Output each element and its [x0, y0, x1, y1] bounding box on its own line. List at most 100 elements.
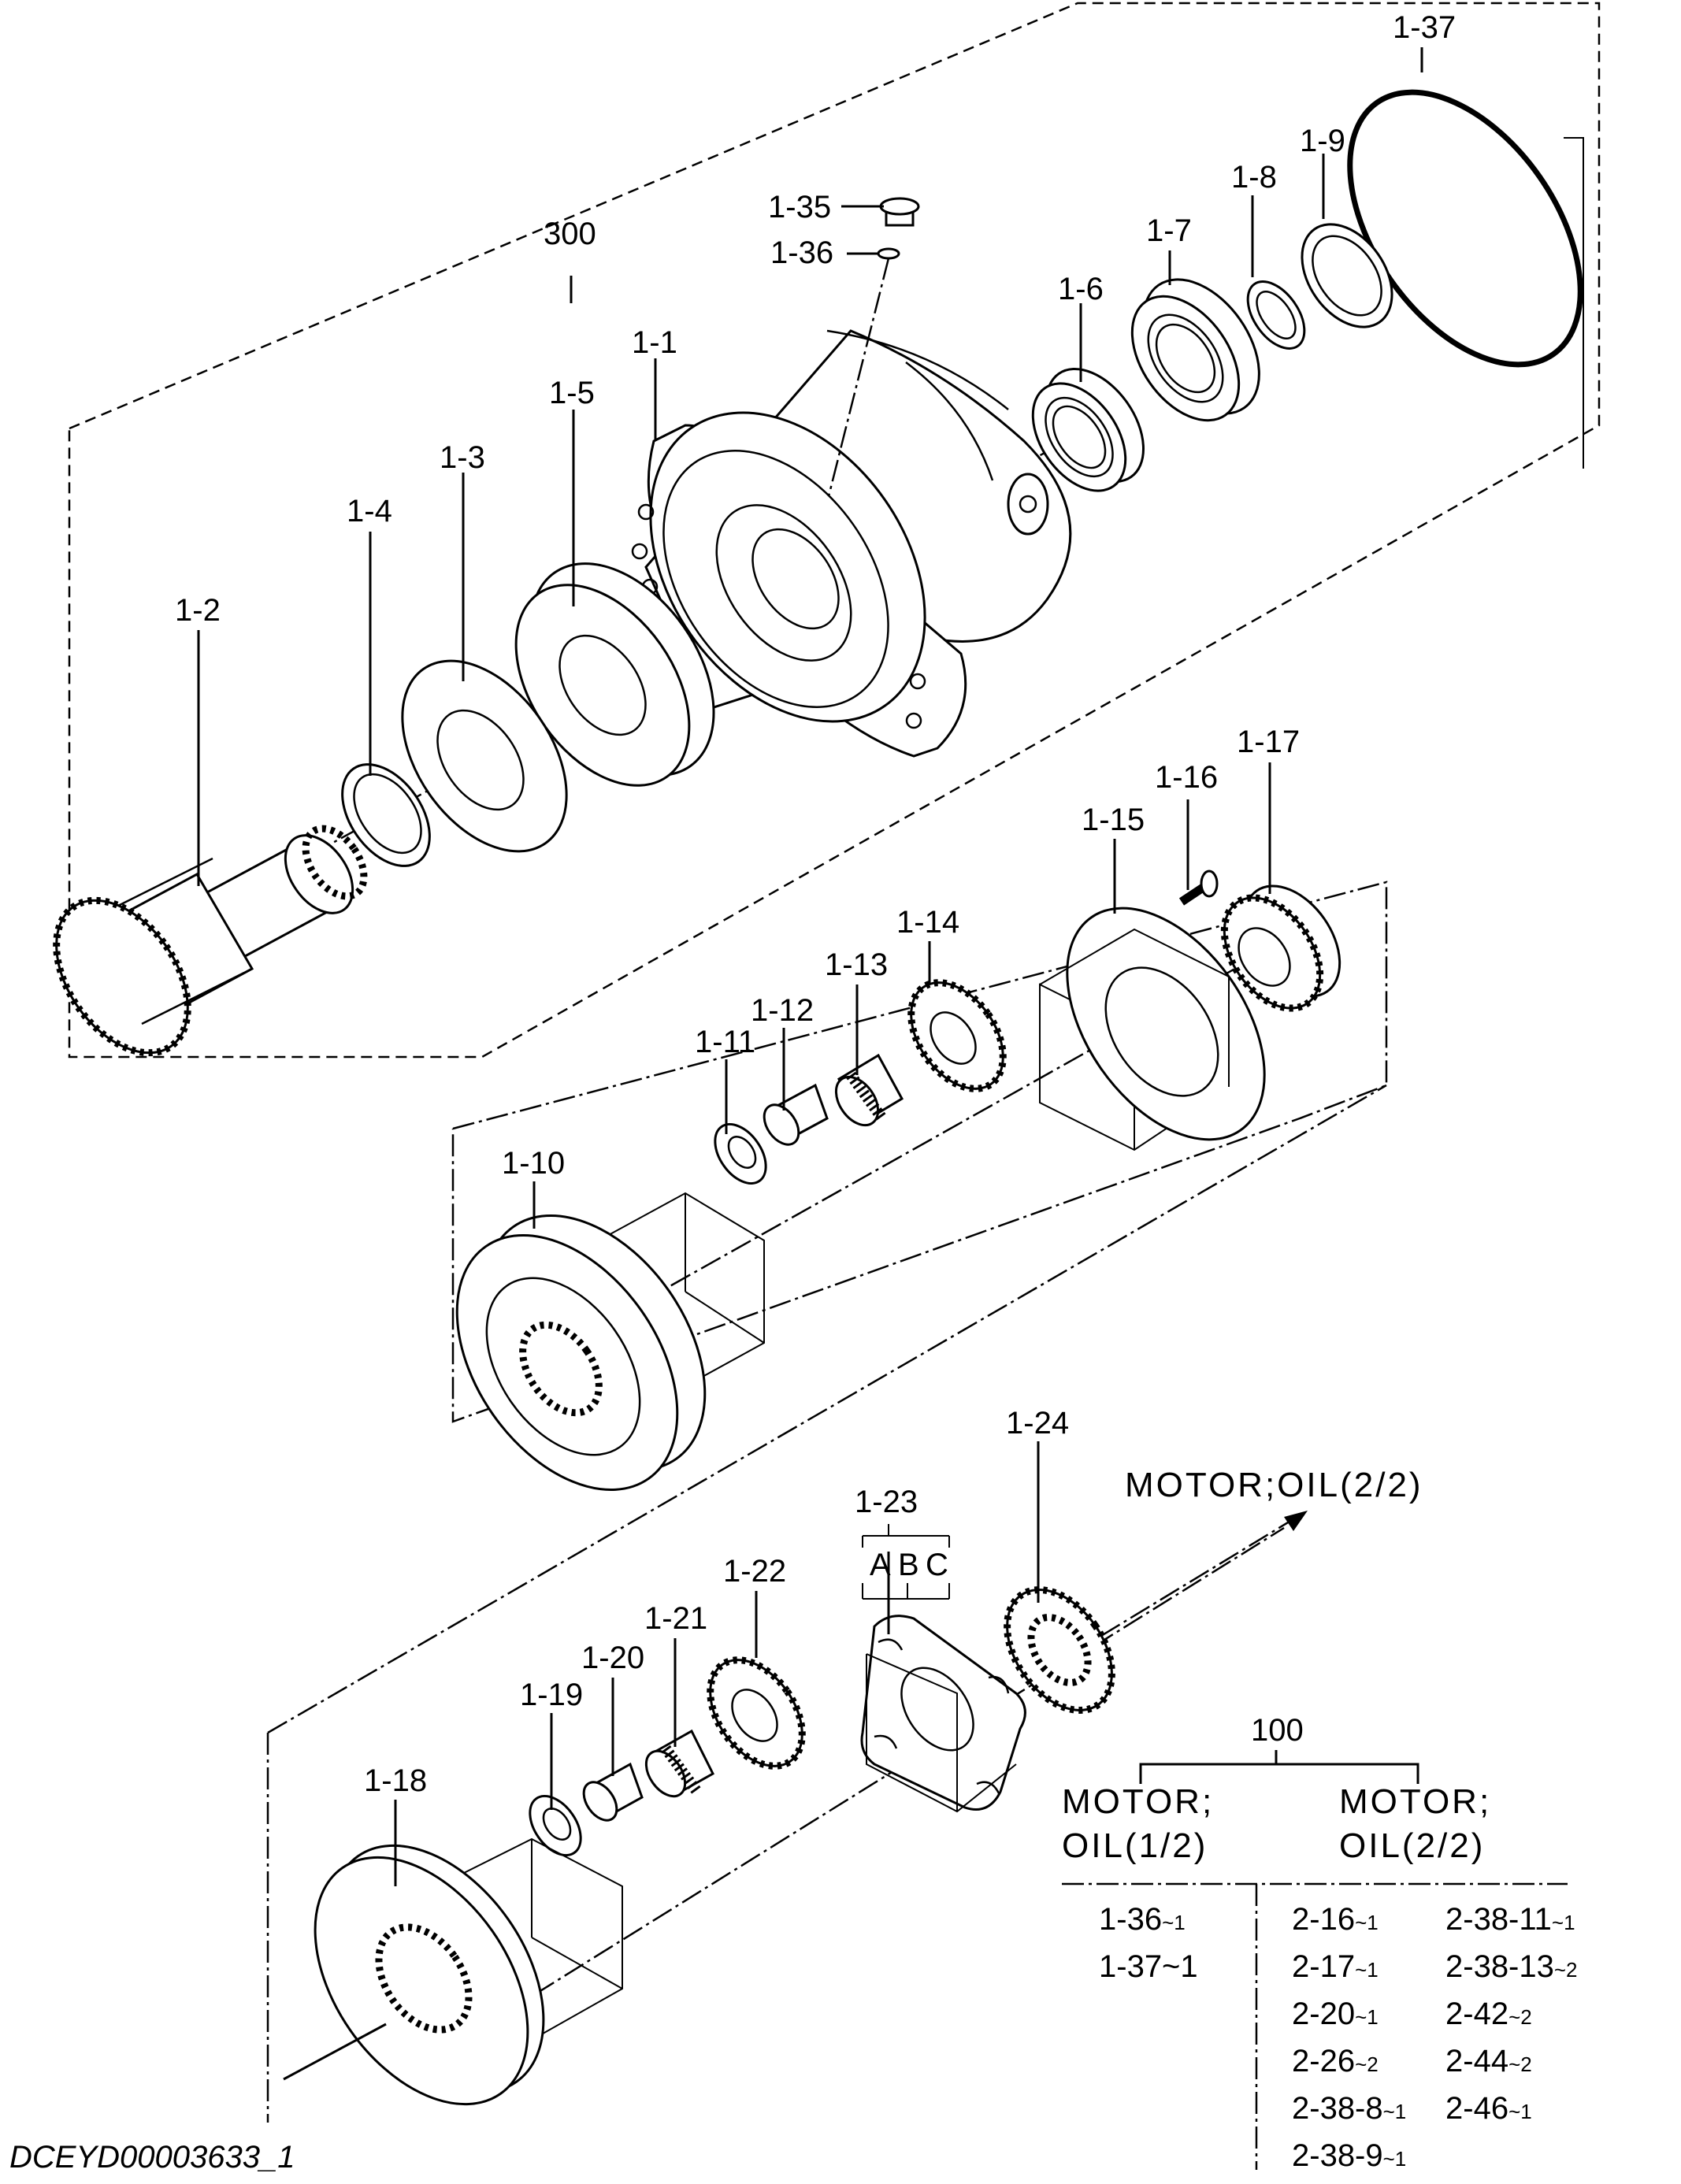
- legend-part-entry: 2-38-9~1: [1292, 2138, 1406, 2173]
- label-1-37: 1-37: [1393, 10, 1456, 45]
- part-1-36-small-oring: [877, 247, 900, 260]
- label-300: 300: [544, 217, 596, 251]
- part-1-12-bushing: [763, 1083, 829, 1146]
- label-1-1: 1-1: [632, 325, 677, 360]
- legend-qty: ~1: [1383, 2100, 1407, 2123]
- legend-right-column-1: 2-16~1 2-17~1 2-20~1 2-26~2 2-38-8~1 2-38-9~1: [1292, 1902, 1406, 2173]
- label-1-2: 1-2: [175, 593, 221, 628]
- label-1-3: 1-3: [440, 440, 485, 475]
- legend-qty: ~1: [1355, 1958, 1379, 1982]
- label-1-21: 1-21: [644, 1601, 707, 1636]
- part-1-20-bushing: [582, 1762, 644, 1822]
- legend-part-entry: 2-38-11~1: [1445, 1902, 1575, 1937]
- group-300-bracket: [1564, 137, 1584, 469]
- part-1-4-ring: [341, 763, 431, 867]
- leader-1-36-oil-line: [827, 258, 890, 497]
- assembly-number: 100: [1251, 1713, 1304, 1748]
- label-1-15: 1-15: [1082, 803, 1145, 837]
- label-1-22: 1-22: [723, 1554, 786, 1589]
- part-1-22-planet-gear: [707, 1656, 806, 1770]
- legend-qty: ~2: [1554, 1958, 1578, 1982]
- legend-qty: ~1: [1162, 1911, 1186, 1934]
- part-1-5-floating-seal: [514, 562, 715, 787]
- centerline-lower: [417, 1526, 1285, 2069]
- part-1-7-bearing: [1130, 278, 1260, 422]
- label-1-16: 1-16: [1155, 760, 1218, 795]
- leader-lines: [197, 47, 1423, 2081]
- label-1-10: 1-10: [502, 1146, 565, 1181]
- assembly-legend: 100 MOTOR; OIL(1/2) MOTOR; OIL(2/2) 1-36…: [1062, 1713, 1578, 2173]
- image-code: DCEYD00003633_1: [9, 2140, 295, 2175]
- part-1-16-pin: [1178, 870, 1219, 906]
- right-title-1: MOTOR;: [1339, 1782, 1491, 1821]
- label-1-20: 1-20: [581, 1641, 644, 1675]
- label-c: C: [926, 1548, 948, 1582]
- part-1-1-housing: [631, 329, 1072, 758]
- group-300-outline: [68, 2, 1601, 1059]
- label-1-8: 1-8: [1231, 160, 1277, 195]
- label-1-4: 1-4: [347, 494, 392, 528]
- legend-part-entry: 2-16~1: [1292, 1902, 1379, 1937]
- part-1-2-pinion-shaft: [53, 825, 368, 1057]
- label-1-5: 1-5: [549, 376, 595, 410]
- part-1-17-gear: [1220, 884, 1341, 1012]
- legend-part-entry: 1-37~1: [1099, 1949, 1198, 1984]
- legend-part-entry: 2-46~1: [1445, 2091, 1532, 2126]
- legend-left-column: 1-36~1 1-37~1: [1099, 1902, 1198, 1984]
- legend-qty: ~1: [1552, 1911, 1575, 1934]
- continuation-label: MOTOR;OIL(2/2): [1125, 1466, 1423, 1504]
- legend-qty: ~1: [1355, 1911, 1379, 1934]
- part-1-18-carrier: [314, 1837, 623, 2106]
- legend-part-entry: 2-44~2: [1445, 2044, 1532, 2078]
- right-title-2: OIL(2/2): [1339, 1826, 1485, 1865]
- label-1-24: 1-24: [1006, 1406, 1069, 1441]
- part-1-21-needle-bearing: [644, 1729, 714, 1798]
- legend-qty: ~1: [1508, 2100, 1532, 2123]
- label-1-35: 1-35: [768, 190, 831, 224]
- label-a: A: [870, 1548, 891, 1582]
- part-1-8-split-ring: [1246, 280, 1306, 350]
- part-1-10-carrier: [455, 1192, 765, 1492]
- continuation-arrowhead: [1284, 1511, 1308, 1531]
- part-1-15-plate: [1039, 907, 1266, 1151]
- part-1-9-ring: [1301, 223, 1393, 328]
- legend-part-entry: 2-38-13~2: [1445, 1949, 1578, 1984]
- label-1-14: 1-14: [896, 905, 959, 940]
- legend-part-entry: 2-20~1: [1292, 1997, 1379, 2031]
- part-1-19-washer: [529, 1795, 582, 1856]
- part-1-6-seal: [1031, 367, 1145, 492]
- label-1-36: 1-36: [770, 235, 833, 270]
- legend-part-entry: 1-36~1: [1099, 1902, 1186, 1937]
- left-title-2: OIL(1/2): [1062, 1826, 1208, 1865]
- legend-right-column-2: 2-38-11~1 2-38-13~2 2-42~2 2-44~2 2-46~1: [1445, 1902, 1578, 2126]
- legend-qty: ~2: [1508, 2052, 1532, 2076]
- left-title-1: MOTOR;: [1062, 1782, 1214, 1821]
- legend-qty: ~1: [1383, 2147, 1407, 2171]
- label-1-17: 1-17: [1237, 725, 1300, 759]
- legend-part-entry: 2-42~2: [1445, 1997, 1532, 2031]
- chain-connector-left: [267, 1084, 1387, 1734]
- part-1-3-plate: [401, 659, 568, 853]
- part-1-11-washer: [714, 1123, 767, 1185]
- part-labels: 1-37 1-9 1-8 1-7 1-6 1-35 1-36 300 1-1 1…: [175, 10, 1456, 1798]
- label-1-13: 1-13: [825, 947, 888, 982]
- legend-part-entry: 2-26~2: [1292, 2044, 1379, 2078]
- legend-qty: ~2: [1508, 2005, 1532, 2029]
- label-1-11: 1-11: [695, 1025, 755, 1059]
- label-1-23: 1-23: [855, 1485, 918, 1519]
- legend-qty: ~1: [1355, 2005, 1379, 2029]
- label-1-19: 1-19: [520, 1678, 583, 1712]
- label-1-9: 1-9: [1300, 124, 1345, 158]
- part-1-13-needle-bearing: [834, 1053, 904, 1127]
- legend-part-entry: 2-17~1: [1292, 1949, 1379, 1984]
- label-1-6: 1-6: [1058, 272, 1104, 306]
- part-1-23-thrust-plate: [860, 1615, 1026, 1813]
- label-1-7: 1-7: [1146, 213, 1192, 248]
- abc-bracket: [862, 1524, 950, 1634]
- legend-qty: ~2: [1355, 2052, 1379, 2076]
- legend-part-entry: 2-38-8~1: [1292, 2091, 1406, 2126]
- part-1-37-o-ring: [1347, 89, 1583, 368]
- label-1-18: 1-18: [364, 1763, 427, 1798]
- label-b: B: [898, 1548, 919, 1582]
